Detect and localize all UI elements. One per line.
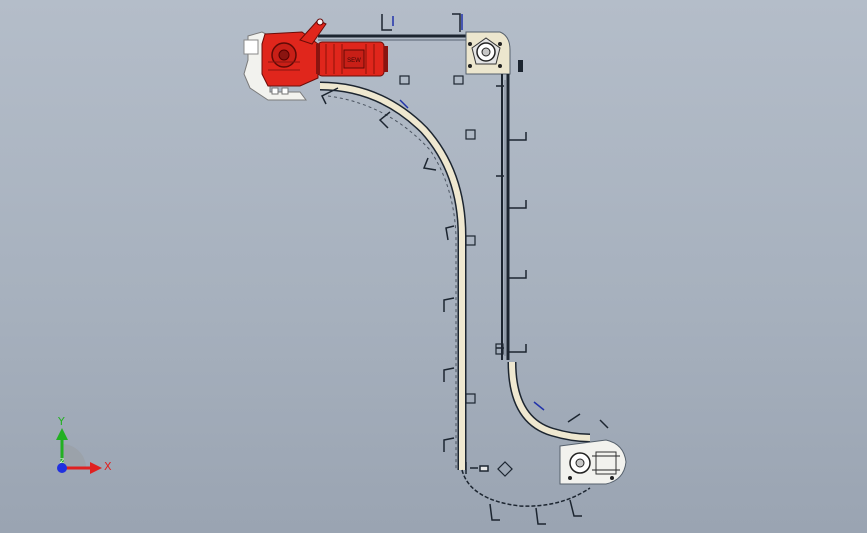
bottom-chain-bend: [461, 469, 591, 507]
coordinate-triad: Y X Z: [56, 415, 112, 474]
top-frame-rail: [318, 34, 470, 41]
triad-x-label: X: [104, 460, 112, 473]
return-flight-brackets: [533, 401, 609, 429]
top-flight-brackets: [381, 13, 463, 32]
motor-nameplate: SEW: [347, 58, 361, 64]
drive-head-assembly[interactable]: SEW: [243, 18, 388, 101]
bottom-flight-brackets: [465, 462, 582, 525]
triad-z-axis: [57, 463, 67, 473]
carry-flight-brackets: [320, 87, 455, 452]
return-curved-guide: [507, 361, 591, 443]
carry-curved-guide: [319, 81, 467, 470]
right-vertical-frame: [501, 74, 510, 360]
triad-arc: [62, 444, 86, 468]
triad-y-label: Y: [57, 415, 65, 428]
right-flight-brackets: [496, 85, 527, 353]
tail-sprocket-housing[interactable]: [559, 439, 627, 485]
fastener-markers: [399, 75, 513, 477]
triad-z-label: Z: [60, 458, 64, 465]
top-corner-sprocket-housing[interactable]: [465, 31, 523, 75]
